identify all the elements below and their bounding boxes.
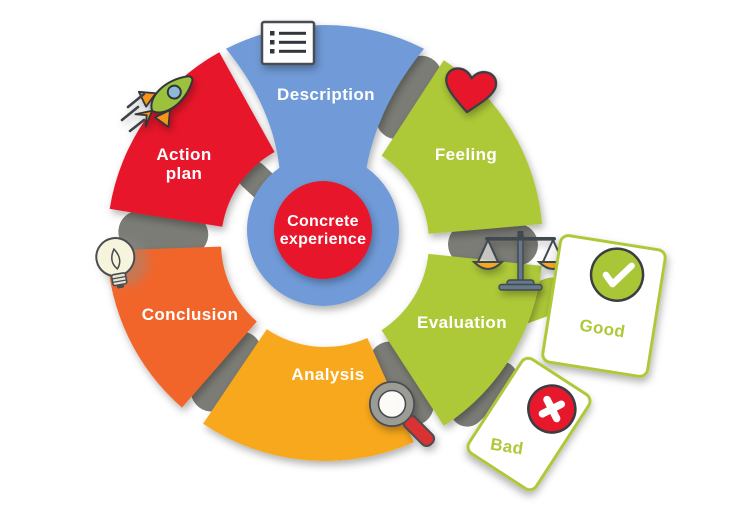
lightbulb-icon xyxy=(95,237,149,289)
connector-conclusion-actionplan xyxy=(118,210,209,256)
connector-description-feeling xyxy=(376,55,442,140)
label-feeling: Feeling xyxy=(435,145,497,164)
label-center-line1: Concrete xyxy=(287,213,359,230)
connector-feeling-evaluation xyxy=(448,223,538,266)
connector-analysis-conclusion xyxy=(190,331,262,412)
label-center-line2: experience xyxy=(280,231,367,248)
good-card: Good xyxy=(541,234,667,378)
magnifier-icon xyxy=(369,381,436,448)
segment-analysis xyxy=(203,329,414,462)
cycle-segments xyxy=(107,25,543,462)
label-evaluation: Evaluation xyxy=(417,313,507,332)
label-bad: Bad xyxy=(489,435,525,459)
label-action-plan-line2: plan xyxy=(166,164,203,183)
segment-conclusion xyxy=(107,246,257,408)
check-icon xyxy=(589,247,645,302)
center-circle xyxy=(274,181,372,279)
segment-action-plan xyxy=(109,52,275,227)
label-action-plan-line1: Action xyxy=(156,145,211,164)
label-analysis: Analysis xyxy=(291,365,364,384)
bad-card: Bad xyxy=(466,356,592,492)
heart-icon xyxy=(445,67,498,114)
connector-evaluation-bad xyxy=(450,361,518,427)
label-conclusion: Conclusion xyxy=(142,305,239,324)
segment-feeling xyxy=(381,60,543,234)
rocket-icon xyxy=(120,75,194,133)
segment-evaluation xyxy=(381,253,542,426)
label-description: Description xyxy=(277,85,375,104)
segment-labels: Description Feeling Evaluation Analysis … xyxy=(142,85,507,384)
document-list-icon xyxy=(260,20,316,66)
rocket-speed-lines xyxy=(120,92,146,133)
